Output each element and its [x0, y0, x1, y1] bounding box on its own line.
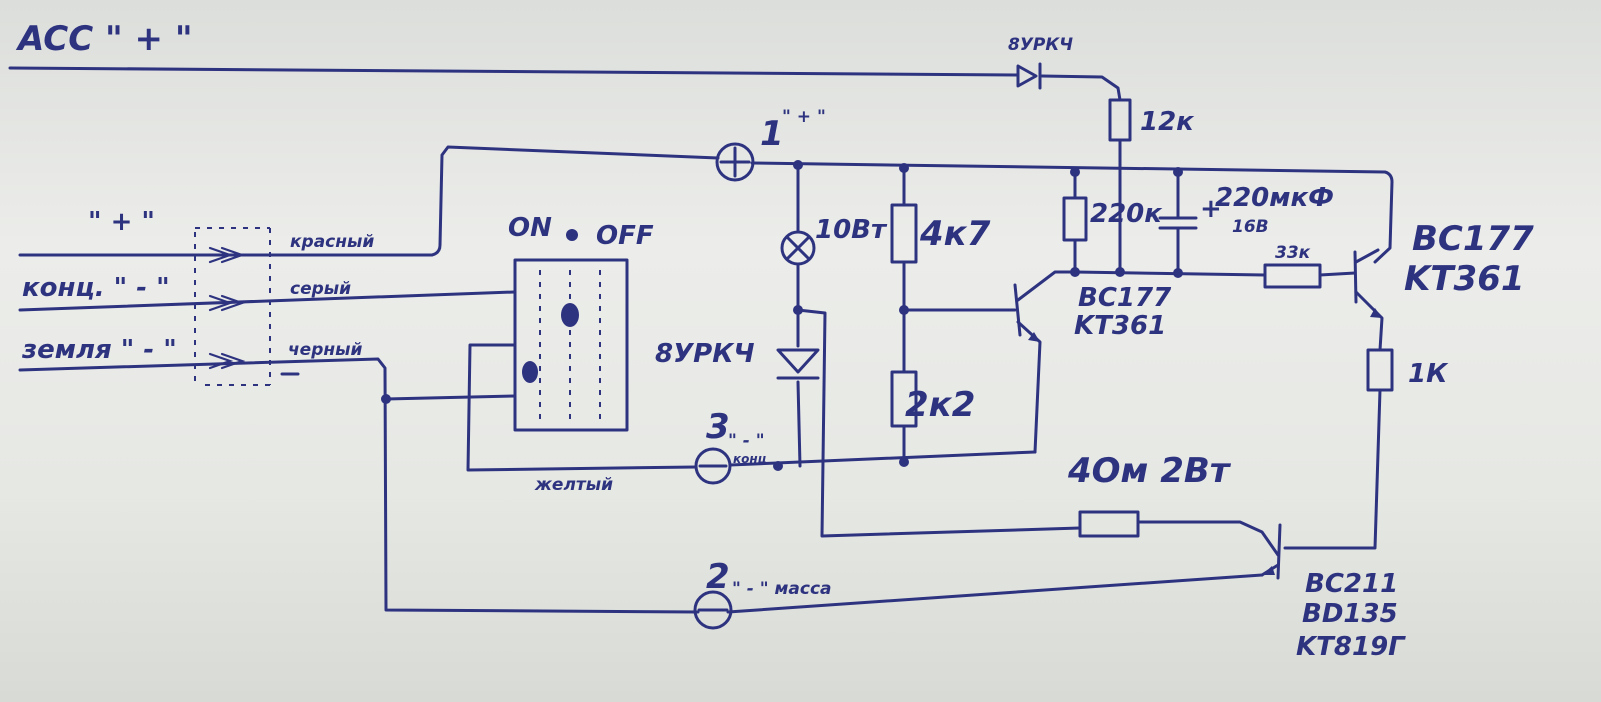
label-zhelty: желтый [534, 475, 613, 495]
resistor-2k2 [890, 370, 918, 428]
diode-lamp [776, 348, 820, 380]
label-q3-c: KT819Г [1296, 632, 1406, 662]
label-terminal-1-sign: " + " [782, 107, 826, 127]
label-q2-a: BC177 [1412, 219, 1534, 259]
label-lamp: 10Вт [815, 215, 888, 245]
label-4k7: 4к7 [919, 214, 991, 254]
label-q1-b: KT361 [1074, 311, 1166, 341]
lamp-10w [780, 230, 816, 266]
label-q1-a: BC177 [1078, 283, 1172, 313]
label-diode-left: 8УРКЧ [655, 339, 754, 369]
resistor-4ohm [1078, 510, 1140, 538]
label-terminal-3: 3 [706, 407, 730, 447]
label-cap-plus: + [1200, 194, 1222, 224]
label-12k: 12к [1140, 107, 1195, 137]
label-zemlya: земля " - " [21, 335, 177, 365]
capacitor-220uf [1158, 216, 1198, 230]
label-terminal-2-sign: " - " масса [732, 579, 832, 599]
junctions [381, 160, 1183, 471]
terminal-1-plus [715, 142, 755, 182]
on-off-switch [513, 229, 629, 432]
resistor-1k [1366, 348, 1394, 392]
label-1k: 1К [1408, 359, 1449, 389]
label-q3-b: BD135 [1302, 599, 1398, 629]
label-cap-value: 220мкФ [1215, 183, 1334, 213]
resistor-33k [1263, 263, 1322, 289]
label-4ohm: 4Ом 2Вт [1067, 451, 1232, 491]
label-terminal-3-small: конц [733, 452, 767, 466]
resistor-12k [1108, 98, 1132, 142]
label-diode-top: 8УРКЧ [1008, 35, 1073, 55]
label-q2-b: KT361 [1404, 259, 1525, 299]
terminal-2-minus [693, 590, 733, 630]
label-q3-a: BC211 [1305, 569, 1398, 599]
label-off: OFF [596, 221, 654, 251]
label-220k: 220к [1090, 199, 1163, 229]
label-cherny: черный [288, 340, 362, 360]
label-cap-voltage: 16В [1232, 217, 1269, 237]
terminal-3-minus [694, 447, 732, 485]
label-plus-input: " + " [88, 207, 155, 237]
label-2k2: 2к2 [905, 385, 975, 425]
label-terminal-3-sign: " - " [728, 431, 765, 451]
label-krasny: красный [290, 232, 374, 252]
label-terminal-2: 2 [706, 557, 730, 597]
label-konts: конц. " - " [22, 273, 170, 303]
input-connector [194, 227, 300, 386]
diode-acc [1016, 62, 1042, 90]
label-on: ON [508, 213, 552, 243]
resistor-220k [1062, 196, 1088, 242]
label-sery: серый [290, 279, 351, 299]
label-terminal-1: 1 [760, 114, 784, 154]
resistor-4k7 [890, 203, 918, 264]
label-acc: ACC " + " [15, 19, 193, 59]
label-33k: 33к [1275, 243, 1311, 263]
